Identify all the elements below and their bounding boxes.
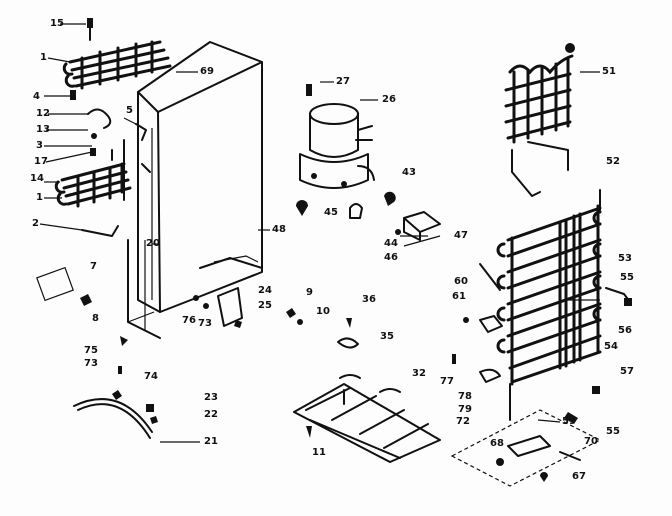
callout-72: 72: [456, 416, 470, 427]
upper-shelf-coil: [62, 40, 172, 90]
callout-59: 59: [562, 416, 576, 427]
callout-3: 3: [36, 140, 43, 151]
callout-57: 57: [620, 366, 634, 377]
callout-55-lower: 55: [606, 426, 620, 437]
callout-32: 32: [412, 368, 426, 379]
bottom-bracket: [193, 287, 243, 328]
callout-7: 7: [90, 261, 97, 272]
leader-lines: [39, 23, 600, 423]
callout-4: 4: [33, 91, 40, 102]
callout-78: 78: [458, 391, 472, 402]
callout-13: 13: [36, 124, 50, 135]
callout-9: 9: [306, 287, 313, 298]
lower-shelf-coil: [54, 139, 132, 208]
callout-2: 2: [32, 218, 39, 229]
condenser-coil: [496, 189, 632, 421]
callout-1: 1: [40, 52, 47, 63]
callout-15: 15: [50, 18, 64, 29]
drain-tube-parts: [73, 336, 312, 443]
callout-79: 79: [458, 404, 472, 415]
callout-47: 47: [454, 230, 468, 241]
mid-small-parts: [286, 308, 359, 349]
base-frame: [293, 374, 441, 463]
callout-8: 8: [92, 313, 99, 324]
callout-12: 12: [36, 108, 50, 119]
callout-70: 70: [584, 436, 598, 447]
callout-69: 69: [200, 66, 214, 77]
callout-17: 17: [34, 156, 48, 167]
callout-76: 76: [182, 315, 196, 326]
callout-74: 74: [144, 371, 158, 382]
callout-20: 20: [146, 238, 160, 249]
callout-54: 54: [604, 341, 618, 352]
callout-24: 24: [258, 285, 272, 296]
callout-1-lower: 1: [36, 192, 43, 203]
callout-35: 35: [380, 331, 394, 342]
drain-pan: [450, 386, 602, 487]
callout-27: 27: [336, 76, 350, 87]
compressor: [296, 84, 375, 216]
callout-45: 45: [324, 207, 338, 218]
callout-11: 11: [312, 447, 326, 458]
callout-5: 5: [126, 105, 133, 116]
callout-46: 46: [384, 252, 398, 263]
callout-25: 25: [258, 300, 272, 311]
callout-53: 53: [618, 253, 632, 264]
filter-drier: [452, 263, 503, 383]
callout-10: 10: [316, 306, 330, 317]
callout-14: 14: [30, 173, 44, 184]
callout-73-lower: 73: [84, 358, 98, 369]
callout-60: 60: [454, 276, 468, 287]
callout-44: 44: [384, 238, 398, 249]
callout-56: 56: [618, 325, 632, 336]
callout-73: 73: [198, 318, 212, 329]
callout-48: 48: [272, 224, 286, 235]
callout-67: 67: [572, 471, 586, 482]
callout-52: 52: [606, 156, 620, 167]
callout-51: 51: [602, 66, 616, 77]
callout-75: 75: [84, 345, 98, 356]
callout-22: 22: [204, 409, 218, 420]
evaporator-coil: [504, 43, 575, 197]
callout-68: 68: [490, 438, 504, 449]
callout-55: 55: [620, 272, 634, 283]
callout-21: 21: [204, 436, 218, 447]
callout-36: 36: [362, 294, 376, 305]
cabinet: [127, 41, 263, 339]
callout-61: 61: [452, 291, 466, 302]
callout-23: 23: [204, 392, 218, 403]
callout-43: 43: [402, 167, 416, 178]
callout-77: 77: [440, 376, 454, 387]
callout-26: 26: [382, 94, 396, 105]
